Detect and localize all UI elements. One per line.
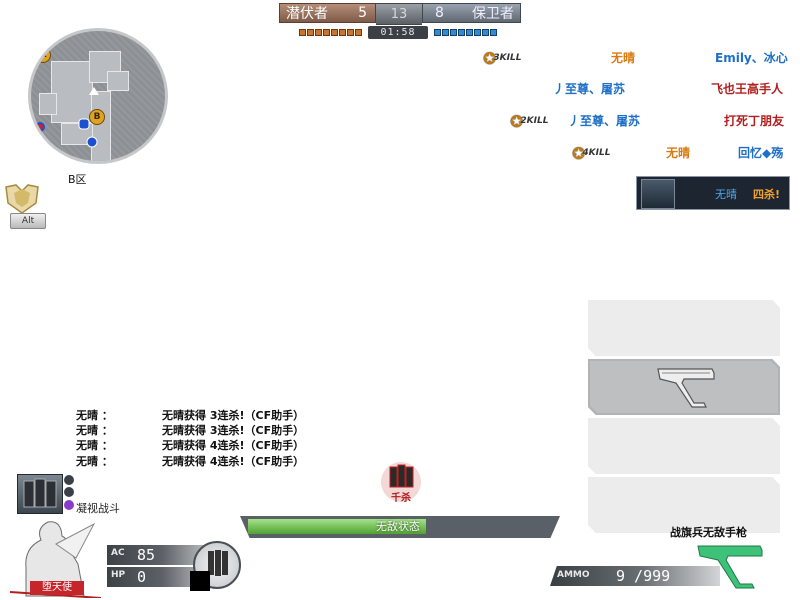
- current-weapon-pistol-icon: [697, 545, 763, 589]
- minimap: A B: [28, 28, 168, 164]
- armor-value: 85: [137, 546, 156, 564]
- killfeed-row: ✪2KILL 丿至尊、屠苏 打死丁朋友: [510, 111, 791, 131]
- chat-message: 无晴 ：无晴获得 4连杀!（CF助手）: [76, 439, 305, 452]
- armor-bar: AC 85: [107, 545, 207, 565]
- killfeed-row: 丿至尊、屠苏 飞也王高手人: [483, 80, 791, 98]
- empty-item-slot: [190, 571, 210, 591]
- bomb-carrier-icon: [35, 122, 45, 132]
- weapon-slot-grenade[interactable]: [588, 477, 780, 533]
- victim-name: Emily、冰心: [715, 51, 788, 65]
- killer-name: 丿至尊、屠苏: [568, 114, 641, 128]
- skill-slot-icons: [64, 475, 74, 510]
- killer-name: 丿至尊、屠苏: [553, 82, 626, 96]
- armor-label: AC: [111, 548, 125, 558]
- killer-name: 无晴: [611, 51, 636, 65]
- scoreboard: 潜伏者 5 13 8 保卫者 01:58: [279, 3, 521, 39]
- round-timer: 01:58: [368, 25, 428, 39]
- teammate-icon: [78, 118, 90, 130]
- character-portrait-icon: [9, 521, 101, 598]
- killfeed-row: ✪4KILL 无晴 回忆◆殇: [572, 143, 791, 163]
- kill-notice-tag: 四杀!: [753, 188, 781, 201]
- alt-key-hint: Alt: [10, 213, 46, 229]
- right-team-alive-pips: [434, 28, 497, 36]
- chat-message: 无晴 ：无晴获得 3连杀!（CF助手）: [76, 409, 305, 422]
- right-team-name: 保卫者: [472, 6, 514, 22]
- health-bar: HP 0: [107, 567, 207, 587]
- killfeed-row: ✪3KILL 无晴 Emily、冰心: [483, 48, 791, 68]
- ammo-count: 9 /999: [616, 567, 671, 585]
- weapon-name: 战旗兵无敌手枪: [670, 526, 747, 539]
- right-team-score: 8: [435, 5, 444, 21]
- weapon-slot-secondary[interactable]: [588, 359, 780, 415]
- right-team-panel: 8 保卫者: [422, 3, 521, 23]
- left-team-name: 潜伏者: [286, 6, 328, 22]
- target-score: 13: [376, 3, 422, 25]
- rank-badge-icon: [5, 184, 39, 214]
- kill-emblem-text: 千杀: [391, 493, 411, 504]
- left-team-panel: 潜伏者 5: [279, 3, 376, 23]
- left-team-alive-pips: [299, 28, 362, 36]
- victim-name: 打死丁朋友: [724, 114, 785, 128]
- self-player-icon: [86, 136, 98, 148]
- skill-cards-icon: [17, 474, 63, 514]
- chat-message: 无晴 ：无晴获得 4连杀!（CF助手）: [76, 455, 305, 468]
- multikill-badge: ✪2KILL: [510, 111, 549, 131]
- skill-label: 凝视战斗: [76, 502, 120, 515]
- status-text: 无敌状态: [376, 520, 420, 533]
- pistol-icon: [657, 368, 715, 408]
- multikill-badge: ✪3KILL: [483, 48, 522, 68]
- killer-name: 无晴: [666, 146, 691, 160]
- bombsite-b-marker: B: [89, 109, 105, 125]
- victim-name: 回忆◆殇: [738, 146, 784, 160]
- ammo-bar: [550, 566, 720, 586]
- kill-star-icon: ✪: [572, 143, 586, 163]
- victim-name: 飞也王高手人: [711, 82, 784, 96]
- health-label: HP: [111, 570, 126, 580]
- bombsite-a-marker: A: [35, 47, 51, 63]
- kill-star-icon: ✪: [510, 111, 524, 131]
- chat-message: 无晴 ：无晴获得 3连杀!（CF助手）: [76, 424, 305, 437]
- player-direction-icon: [89, 87, 99, 95]
- character-name: 堕天使: [30, 581, 84, 595]
- weapon-slot-primary[interactable]: [588, 300, 780, 356]
- kill-notice-panel: 无晴 四杀!: [636, 176, 790, 210]
- zone-label: B区: [68, 173, 87, 186]
- kill-star-icon: ✪: [483, 48, 497, 68]
- kill-emblem-icon: [381, 462, 421, 502]
- left-team-score: 5: [358, 5, 367, 21]
- health-value: 0: [137, 568, 147, 586]
- kill-notice-name: 无晴: [715, 188, 737, 201]
- ammo-label: AMMO: [557, 570, 590, 580]
- multikill-badge: ✪4KILL: [572, 143, 611, 163]
- status-progress-fill: [248, 519, 426, 534]
- weapon-slot-melee[interactable]: [588, 418, 780, 474]
- killer-avatar: [641, 179, 675, 209]
